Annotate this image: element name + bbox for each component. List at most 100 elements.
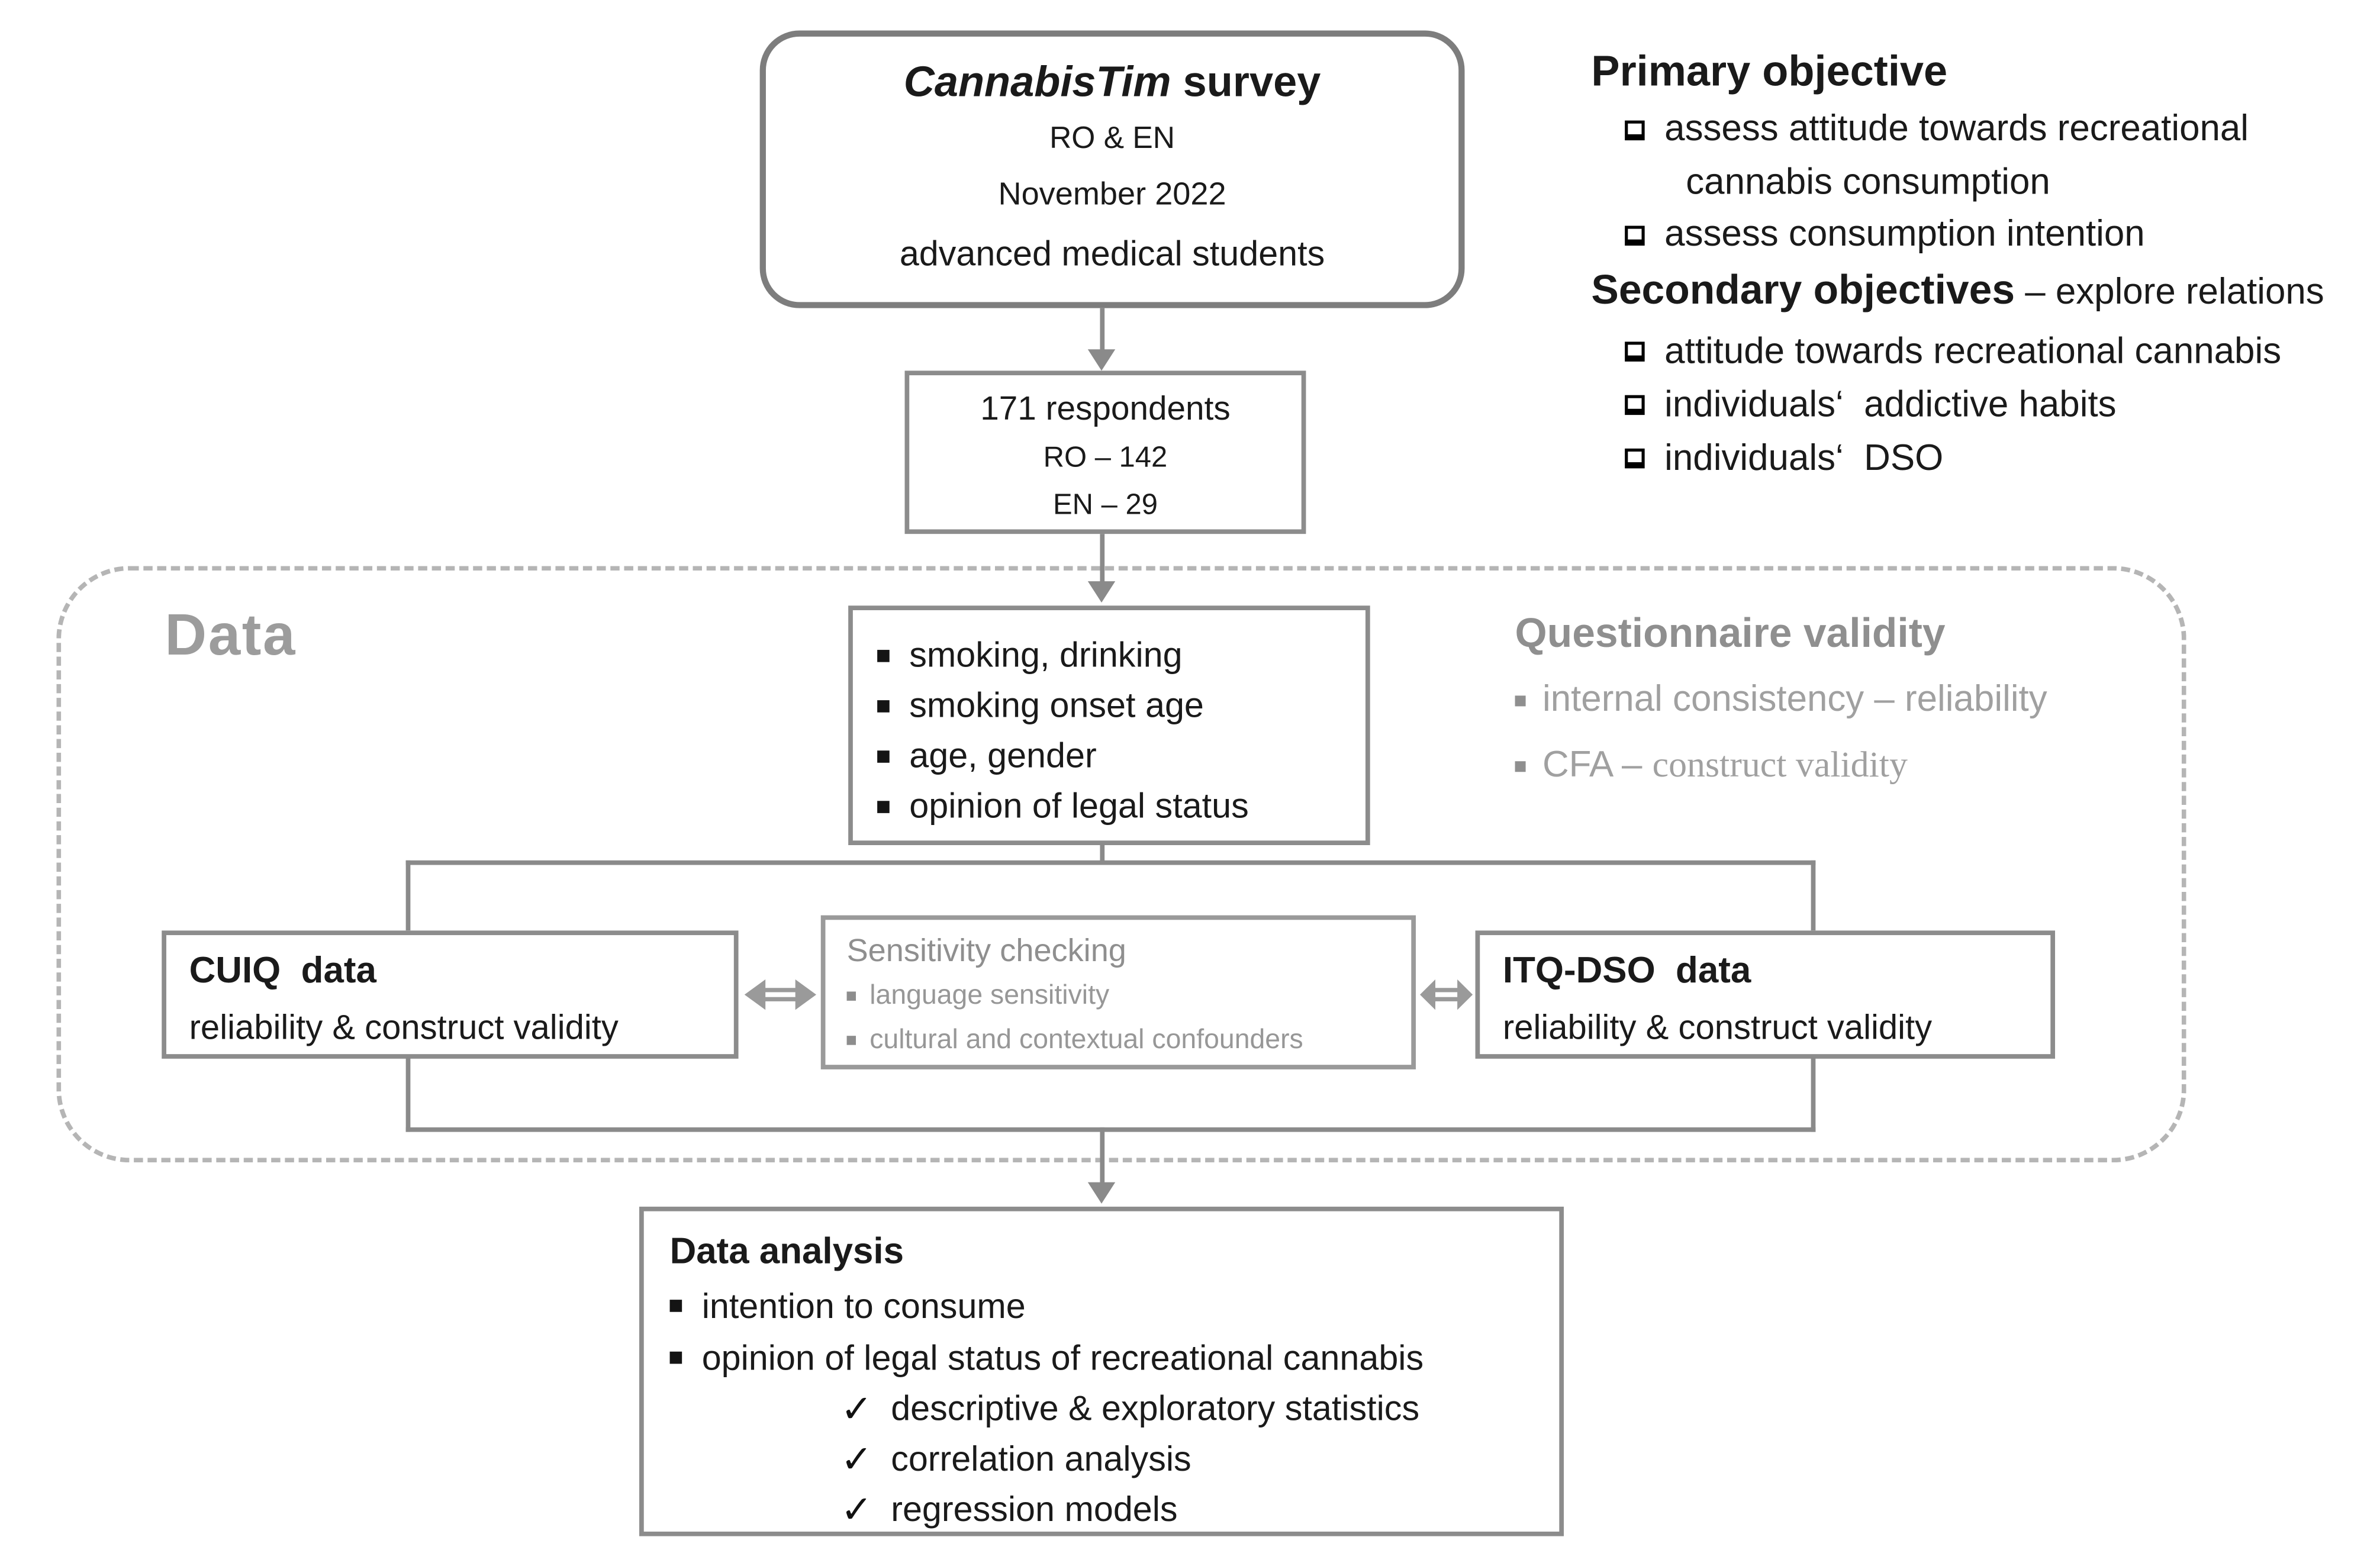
- check-icon: ✓: [840, 1438, 873, 1481]
- bullet-square-icon: [877, 800, 890, 813]
- connector-respondents-variables: [1100, 534, 1105, 585]
- variables-box: smoking, drinking smoking onset age age,…: [848, 605, 1370, 845]
- variable-item: smoking, drinking: [877, 630, 1365, 681]
- objectives-block: Primary objective assess attitude toward…: [1591, 40, 2378, 485]
- objective-item-label: individuals‘ addictive habits: [1664, 384, 2117, 426]
- bracket-bottom-line: [405, 1127, 1816, 1132]
- connector-variables-bracket: [1100, 843, 1105, 865]
- analysis-item: opinion of legal status of recreational …: [669, 1332, 1560, 1384]
- bracket-left-drop: [405, 860, 411, 931]
- analysis-check-label: regression models: [891, 1488, 1178, 1529]
- bracket-left-rise: [405, 1057, 411, 1132]
- objective-item: assess consumption intention: [1591, 209, 2378, 261]
- bracket-top-line: [405, 860, 1816, 865]
- respondents-ro: RO – 142: [1043, 442, 1168, 475]
- connector-survey-respondents: [1100, 308, 1105, 353]
- bullet-square-icon: [669, 1300, 682, 1312]
- bullet-square-icon: [669, 1351, 682, 1364]
- data-analysis-box: Data analysis intention to consume opini…: [639, 1206, 1564, 1536]
- objective-item-wrap: cannabis consumption: [1686, 162, 2050, 203]
- data-region-outline: [56, 566, 2186, 1163]
- survey-title-name: CannabisTim: [903, 57, 1171, 105]
- respondents-total: 171 respondents: [980, 389, 1231, 427]
- data-analysis-title: Data analysis: [669, 1231, 904, 1272]
- analysis-check-item: ✓ regression models: [670, 1484, 1560, 1535]
- sensitivity-item-label: cultural and contextual confounders: [869, 1023, 1303, 1055]
- objective-item: individuals‘ addictive habits: [1591, 378, 2378, 431]
- analysis-check-item: ✓ descriptive & exploratory statistics: [670, 1384, 1560, 1434]
- analysis-item-label: opinion of legal status of recreational …: [701, 1337, 1424, 1377]
- cuiq-title: CUIQ data: [189, 950, 376, 992]
- bracket-right-drop: [1811, 860, 1816, 931]
- questionnaire-validity-heading: Questionnaire validity: [1515, 610, 1946, 656]
- qv-item-label: CFA –: [1542, 744, 1653, 786]
- sensitivity-item-label: language sensitivity: [869, 979, 1110, 1010]
- arrowhead-down-icon: [1087, 581, 1116, 603]
- variable-item: opinion of legal status: [877, 781, 1365, 832]
- cuiq-subtitle: reliability & construct validity: [189, 1008, 619, 1047]
- objective-item-label: assess attitude towards recreational: [1664, 108, 2249, 150]
- bullet-square-icon: [846, 991, 856, 1000]
- survey-title-suffix: survey: [1171, 57, 1321, 105]
- objective-item-label: assess consumption intention: [1664, 213, 2145, 255]
- bullet-square-icon: [877, 649, 890, 662]
- bullet-square-icon: [877, 699, 890, 712]
- qv-item-label-serif: construct validity: [1652, 746, 1908, 786]
- objective-item: assess attitude towards recreational: [1591, 104, 2378, 156]
- objective-item-label: individuals‘ DSO: [1664, 437, 1944, 479]
- secondary-objectives-title: Secondary objectives: [1591, 267, 2015, 313]
- bullet-square-icon: [846, 1035, 856, 1045]
- analysis-item: intention to consume: [669, 1280, 1560, 1332]
- arrowhead-down-icon: [1087, 1182, 1116, 1204]
- double-arrow-icon: [1420, 979, 1473, 1010]
- check-icon: ✓: [840, 1488, 873, 1531]
- analysis-item-label: intention to consume: [701, 1285, 1026, 1325]
- secondary-objectives-suffix: – explore relations: [2015, 271, 2324, 313]
- itq-dso-box: ITQ-DSO data reliability & construct val…: [1475, 930, 2056, 1059]
- analysis-check-item: ✓ correlation analysis: [670, 1434, 1560, 1484]
- analysis-check-label: descriptive & exploratory statistics: [891, 1388, 1420, 1428]
- respondents-en: EN – 29: [1052, 489, 1158, 522]
- checkbox-bullet-icon: [1625, 448, 1645, 469]
- respondents-box: 171 respondents RO – 142 EN – 29: [904, 370, 1306, 534]
- arrowhead-down-icon: [1087, 349, 1116, 371]
- sensitivity-box: Sensitivity checking language sensitivit…: [820, 915, 1416, 1069]
- checkbox-bullet-icon: [1625, 395, 1645, 415]
- questionnaire-validity-item: internal consistency – reliability: [1515, 676, 2186, 724]
- survey-languages: RO & EN: [1049, 122, 1175, 156]
- objective-item: individuals‘ DSO: [1591, 431, 2378, 485]
- checkbox-bullet-icon: [1625, 341, 1645, 362]
- bullet-square-icon: [1515, 695, 1526, 706]
- variable-item: smoking onset age: [877, 681, 1365, 731]
- variable-item-label: smoking, drinking: [909, 634, 1183, 675]
- cuiq-box: CUIQ data reliability & construct validi…: [162, 930, 739, 1059]
- bracket-right-rise: [1811, 1057, 1816, 1132]
- connector-bracket-analysis: [1100, 1127, 1105, 1185]
- questionnaire-validity-item: CFA – construct validity: [1515, 742, 2186, 790]
- sensitivity-item: language sensitivity: [846, 974, 1412, 1018]
- sensitivity-item: cultural and contextual confounders: [846, 1017, 1412, 1062]
- itq-dso-subtitle: reliability & construct validity: [1502, 1008, 1933, 1047]
- checkbox-bullet-icon: [1625, 225, 1645, 245]
- bullet-square-icon: [877, 749, 890, 762]
- objective-item-label: attitude towards recreational cannabis: [1664, 331, 2282, 372]
- variable-item-label: smoking onset age: [909, 685, 1204, 725]
- survey-title: CannabisTim survey: [766, 52, 1458, 113]
- itq-dso-title: ITQ-DSO data: [1502, 950, 1751, 992]
- objective-item: attitude towards recreational cannabis: [1591, 325, 2378, 378]
- primary-objective-heading: Primary objective: [1591, 47, 1948, 95]
- variable-item-label: opinion of legal status: [909, 785, 1249, 826]
- checkbox-bullet-icon: [1625, 120, 1645, 140]
- data-region-label: Data: [165, 604, 297, 668]
- sensitivity-title: Sensitivity checking: [846, 933, 1126, 969]
- variable-item-label: age, gender: [909, 735, 1097, 775]
- questionnaire-validity-block: Questionnaire validity internal consiste…: [1515, 607, 2186, 790]
- bullet-square-icon: [1515, 760, 1526, 771]
- double-arrow-icon: [744, 979, 817, 1010]
- analysis-check-label: correlation analysis: [891, 1438, 1191, 1478]
- secondary-objectives-heading: Secondary objectives – explore relations: [1591, 262, 2378, 325]
- survey-population: advanced medical students: [899, 233, 1325, 273]
- check-icon: ✓: [840, 1387, 873, 1430]
- survey-box: CannabisTim survey RO & EN November 2022…: [759, 30, 1465, 308]
